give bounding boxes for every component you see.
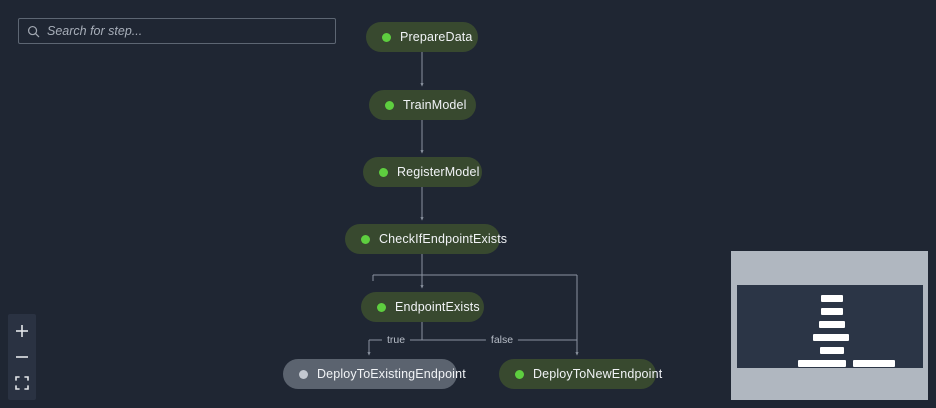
graph-node-label: DeployToExistingEndpoint — [317, 366, 466, 381]
minimap-node — [820, 347, 844, 354]
status-dot — [385, 100, 394, 110]
fit-to-screen-button[interactable] — [8, 370, 36, 396]
graph-node-trainmodel[interactable]: TrainModel — [369, 90, 476, 120]
graph-node-deploytonewendpoint[interactable]: DeployToNewEndpoint — [499, 359, 662, 389]
plus-icon — [16, 325, 28, 337]
graph-node-deploytoexistingendpoint[interactable]: DeployToExistingEndpoint — [283, 359, 466, 389]
minimap-node — [819, 321, 845, 328]
graph-node-label: PrepareData — [400, 29, 473, 44]
status-dot — [299, 369, 308, 379]
status-dot — [379, 167, 388, 177]
graph-node-label: DeployToNewEndpoint — [533, 366, 663, 381]
minimap-node — [813, 334, 849, 341]
zoom-in-button[interactable] — [8, 318, 36, 344]
status-dot — [382, 32, 391, 42]
status-dot — [515, 369, 524, 379]
zoom-out-button[interactable] — [8, 344, 36, 370]
minimap-node — [798, 360, 846, 367]
minimap-node — [853, 360, 895, 367]
graph-node-endpointexists[interactable]: EndpointExists — [361, 292, 484, 322]
graph-node-label: RegisterModel — [397, 164, 480, 179]
status-dot — [377, 302, 386, 312]
edge-label-true: true — [381, 334, 411, 346]
search-icon — [27, 25, 40, 38]
graph-node-label: TrainModel — [403, 97, 467, 112]
search-input[interactable] — [47, 19, 327, 43]
edge-label-false: false — [485, 334, 519, 346]
minimap-viewport[interactable] — [737, 285, 923, 368]
minimap-node — [821, 308, 843, 315]
fit-screen-icon — [15, 376, 29, 390]
minus-icon — [16, 356, 28, 358]
graph-node-checkifendpointexists[interactable]: CheckIfEndpointExists — [345, 224, 507, 254]
graph-node-preparedata[interactable]: PrepareData — [366, 22, 478, 52]
minimap[interactable] — [731, 251, 928, 400]
minimap-node — [821, 295, 843, 302]
graph-node-label: EndpointExists — [395, 299, 480, 314]
zoom-controls — [8, 314, 36, 400]
graph-node-label: CheckIfEndpointExists — [379, 231, 508, 246]
status-dot — [361, 234, 370, 244]
search-box[interactable] — [18, 18, 336, 44]
graph-node-registermodel[interactable]: RegisterModel — [363, 157, 482, 187]
